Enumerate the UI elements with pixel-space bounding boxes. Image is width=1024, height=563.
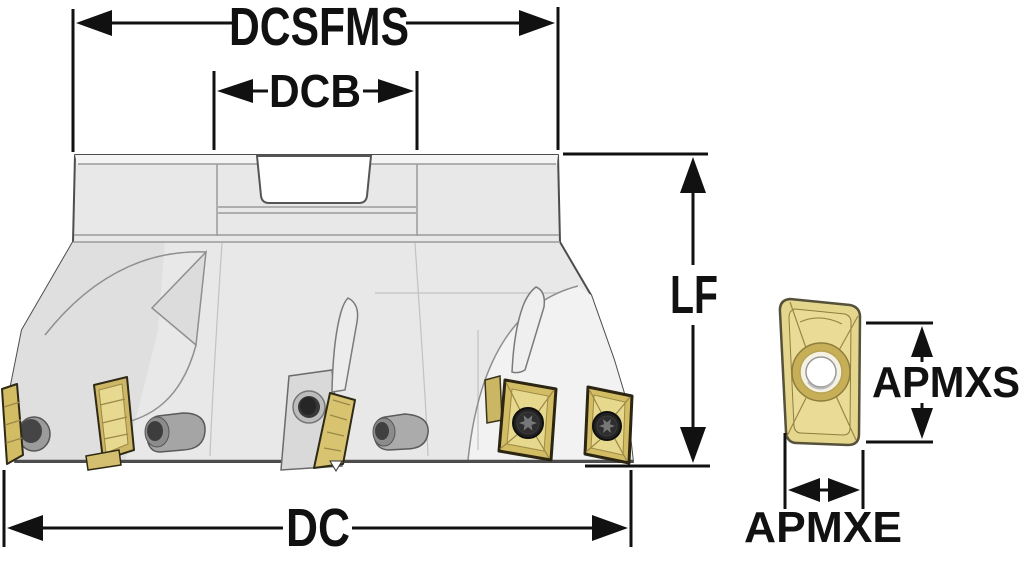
front-insert-1	[497, 378, 558, 462]
torx-screw-icon	[592, 411, 622, 441]
coolant-nozzle-2	[144, 412, 206, 453]
front-insert-2	[583, 385, 634, 465]
chip-deflector-middle	[331, 297, 359, 393]
insert-notch	[329, 460, 343, 472]
arrowhead-right-icon	[378, 79, 414, 103]
dimension-dcsfms: DCSFMS	[71, 0, 560, 152]
arrowhead-right-icon	[519, 10, 555, 36]
arrowhead-right-icon	[828, 478, 860, 502]
arrowhead-right-icon	[592, 515, 628, 541]
insert-side-1	[1, 383, 24, 465]
coolant-nozzle-3	[372, 413, 429, 451]
chip-deflector-right	[511, 286, 546, 374]
lf-label: LF	[670, 265, 718, 325]
dimension-apmxs: APMXS	[866, 321, 1020, 444]
dimension-apmxe: APMXE	[744, 433, 902, 552]
dc-label: DC	[286, 498, 350, 558]
insert-side-2	[85, 376, 135, 471]
insert-clamp	[484, 375, 503, 424]
flute-sail-left	[150, 249, 207, 347]
dcsfms-label: DCSFMS	[229, 0, 409, 57]
insert-screw-hole	[791, 342, 851, 402]
apmxe-label: APMXE	[744, 503, 902, 552]
arrowhead-up-icon	[680, 157, 706, 193]
apmxs-label: APMXS	[872, 358, 1020, 407]
arrowhead-down-icon	[911, 408, 933, 439]
torx-screw-icon	[512, 407, 544, 439]
insert-foot	[85, 449, 122, 471]
arrowhead-left-icon	[7, 515, 43, 541]
arrowhead-down-icon	[680, 427, 706, 463]
mounting-slot	[255, 155, 373, 204]
arrowhead-left-icon	[788, 478, 820, 502]
dimension-dc: DC	[2, 470, 633, 558]
dcb-label: DCB	[269, 65, 361, 117]
dimension-lf: LF	[563, 152, 718, 468]
insert-side-3	[313, 392, 356, 472]
coolant-nozzle-1	[17, 416, 51, 452]
insert-detail-illustration	[778, 297, 862, 447]
dimension-dcb: DCB	[212, 65, 419, 150]
arrowhead-up-icon	[911, 326, 933, 357]
arrowhead-left-icon	[76, 10, 112, 36]
arrowhead-left-icon	[217, 79, 253, 103]
